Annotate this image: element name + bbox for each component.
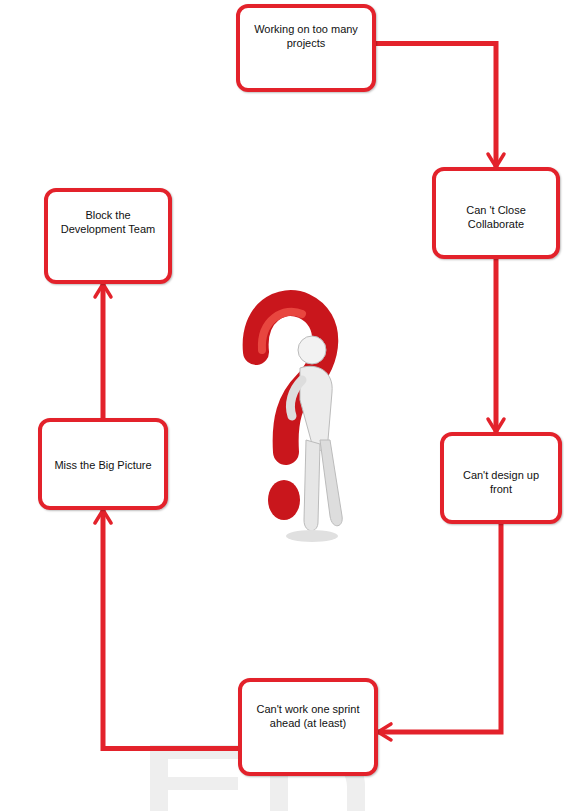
process-box: Can't design up front [440, 432, 562, 524]
flow-arrow [101, 284, 106, 418]
box-text: Working on too many projects [248, 22, 364, 50]
box-text: Block the Development Team [56, 208, 160, 236]
flow-arrow [494, 259, 499, 432]
process-box: Can't work one sprint ahead (at least) [238, 678, 378, 776]
box-text: Can't design up front [452, 468, 550, 496]
box-text: Miss the Big Picture [50, 458, 156, 472]
box-text: Can 't Close Collaborate [444, 203, 548, 231]
flow-arrow [376, 44, 496, 167]
flow-arrow [103, 510, 238, 749]
process-box: Working on too many projects [236, 4, 376, 92]
process-box: Miss the Big Picture [38, 418, 168, 510]
box-text: Can't work one sprint ahead (at least) [250, 702, 366, 730]
process-box: Can 't Close Collaborate [432, 167, 560, 259]
process-box: Block the Development Team [44, 188, 172, 284]
question-mark-illustration [256, 303, 343, 542]
flow-arrow [378, 524, 501, 732]
